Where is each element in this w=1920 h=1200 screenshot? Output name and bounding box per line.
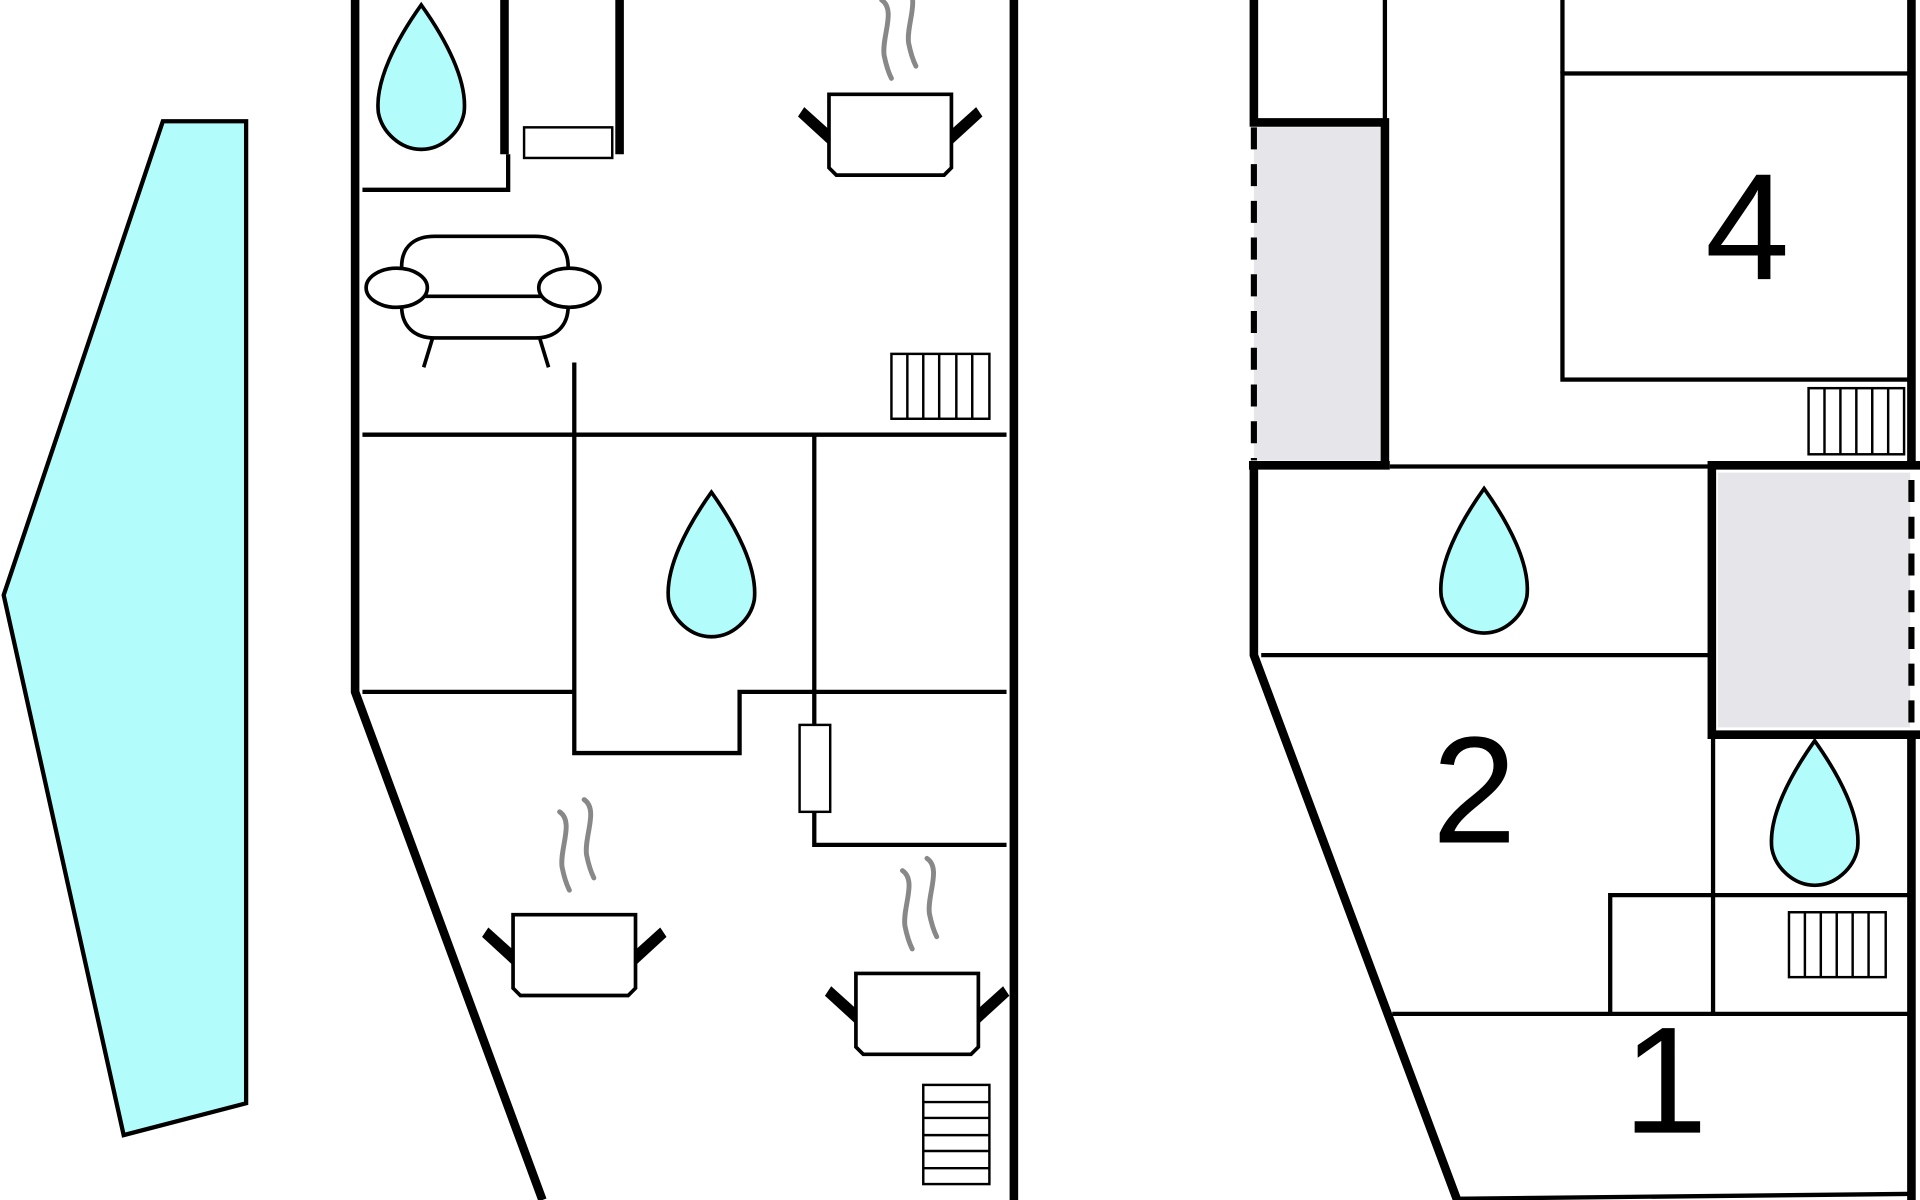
room-label-2: 2 bbox=[1432, 706, 1516, 875]
water-drop-icon bbox=[376, 3, 467, 152]
room-label-4: 4 bbox=[1705, 143, 1789, 312]
water-drop-icon bbox=[1438, 486, 1530, 635]
cooking-pot-icon bbox=[797, 0, 983, 177]
door-panel bbox=[798, 723, 832, 814]
right-building-walls bbox=[1248, 0, 1920, 1200]
radiator-icon bbox=[922, 1083, 991, 1186]
cooking-pot-icon bbox=[824, 858, 1010, 1057]
cooking-pot-icon bbox=[481, 800, 667, 998]
pool bbox=[1, 119, 249, 1138]
water-drop-icon bbox=[666, 490, 757, 639]
closet-rail bbox=[522, 126, 614, 160]
water-drop-icon bbox=[1769, 738, 1860, 888]
sofa-icon bbox=[364, 234, 602, 368]
radiator-icon bbox=[890, 352, 991, 420]
room-label-1: 1 bbox=[1623, 997, 1707, 1166]
radiator-icon bbox=[1807, 386, 1906, 456]
shaded-area bbox=[1717, 472, 1911, 728]
radiator-icon bbox=[1787, 911, 1887, 979]
shaded-area bbox=[1253, 127, 1380, 461]
left-building-walls bbox=[350, 0, 1019, 1200]
